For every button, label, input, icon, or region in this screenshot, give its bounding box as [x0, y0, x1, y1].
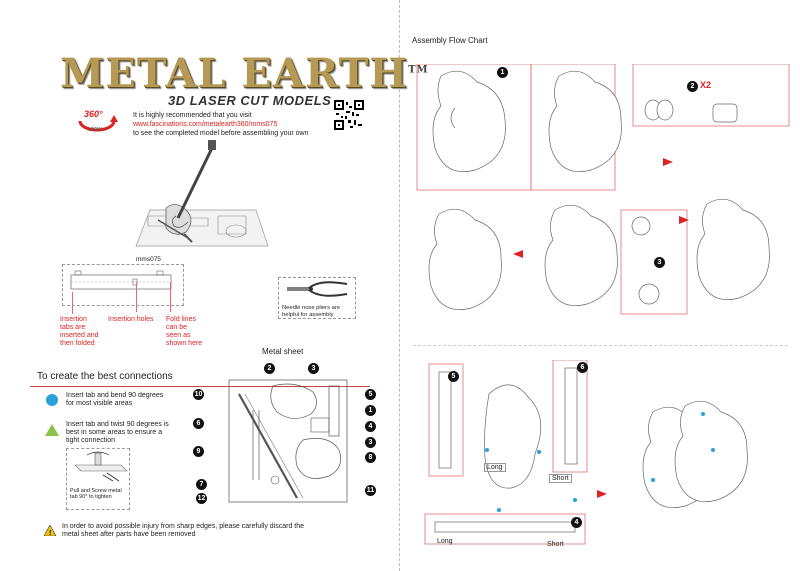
svg-text:!: !	[49, 530, 51, 536]
insertion-diagram	[62, 264, 184, 306]
connections-title: To create the best connections	[37, 371, 173, 382]
callout-line	[136, 282, 138, 312]
info-line3: to see the completed model before assemb…	[133, 130, 309, 137]
warning-text: In order to avoid possible injury from s…	[62, 523, 305, 538]
info-line1: It is highly recommended that you visit	[133, 112, 252, 119]
info-url[interactable]: www.fascinations.com/metalearth360/mms07…	[133, 121, 278, 128]
sheet-label: 12	[196, 493, 207, 504]
insertion-tabs-caption: Insertion tabs are inserted and then fol…	[60, 316, 99, 347]
pliers-note: Needle nose pliers are helpful for assem…	[282, 305, 341, 318]
twist-triangle-icon	[45, 424, 59, 436]
metal-sheet-title: Metal sheet	[262, 347, 304, 356]
twist-diagram: Pull and Screw metal tab 90° to tighten	[66, 448, 130, 510]
long-label-strip: Long	[437, 538, 453, 545]
sheet-label: 1	[365, 405, 376, 416]
sheet-label: 10	[193, 389, 204, 400]
model-code: mms075	[136, 256, 161, 263]
warning-icon: !	[43, 523, 57, 541]
metal-sheet-diagram	[215, 360, 385, 515]
completed-model-image	[128, 138, 278, 261]
info-text: It is highly recommended that you visit …	[133, 111, 309, 138]
step-3-badge: 3	[654, 257, 665, 268]
sheet-label: 4	[365, 421, 376, 432]
short-label: Short	[549, 474, 572, 483]
brand-logo: METAL EARTHTM	[60, 50, 429, 97]
sheet-label: 5	[365, 389, 376, 400]
step-2-badge: 2	[687, 81, 698, 92]
assembly-flow-diagram	[413, 63, 793, 339]
badge-deg: 360°	[84, 109, 103, 119]
tip-twist: Insert tab and twist 90 degrees is best …	[66, 421, 169, 444]
bend-dot-icon	[46, 394, 58, 406]
step-4-badge: 4	[571, 517, 582, 528]
section-divider	[413, 345, 788, 346]
sheet-label: 6	[193, 418, 204, 429]
sheet-label: 3	[308, 363, 319, 374]
sheet-label: 2	[264, 363, 275, 374]
brand-subtitle: 3D LASER CUT MODELS	[168, 93, 332, 108]
sheet-label: 8	[365, 452, 376, 463]
sheet-label: 11	[365, 485, 376, 496]
pliers-box: Needle nose pliers are helpful for assem…	[278, 277, 356, 319]
step-5-badge: 5	[448, 371, 459, 382]
step-1-badge: 1	[497, 67, 508, 78]
badge-text: view	[88, 126, 103, 133]
connections-rule	[30, 386, 370, 387]
step-6-badge: 6	[577, 362, 588, 373]
assembly-lower-diagram	[413, 359, 793, 565]
insertion-holes-caption: Insertion holes	[108, 316, 154, 323]
callout-line	[72, 292, 74, 314]
x2-label: X2	[700, 80, 712, 90]
short-label-strip: Short	[547, 541, 564, 548]
flow-chart-title: Assembly Flow Chart	[412, 36, 488, 45]
page-fold	[399, 0, 400, 571]
qr-code[interactable]	[334, 100, 364, 130]
sheet-label: 3	[365, 437, 376, 448]
sheet-label: 7	[196, 479, 207, 490]
fold-lines-caption: Fold lines can be seen as shown here	[166, 316, 203, 347]
twist-caption: Pull and Screw metal tab 90° to tighten	[70, 488, 122, 500]
view-360-badge: 360° view	[74, 105, 120, 140]
long-label: Long	[484, 463, 506, 472]
sheet-label: 9	[193, 446, 204, 457]
tip-bend: Insert tab and bend 90 degrees for most …	[66, 392, 164, 407]
callout-line	[170, 282, 172, 312]
